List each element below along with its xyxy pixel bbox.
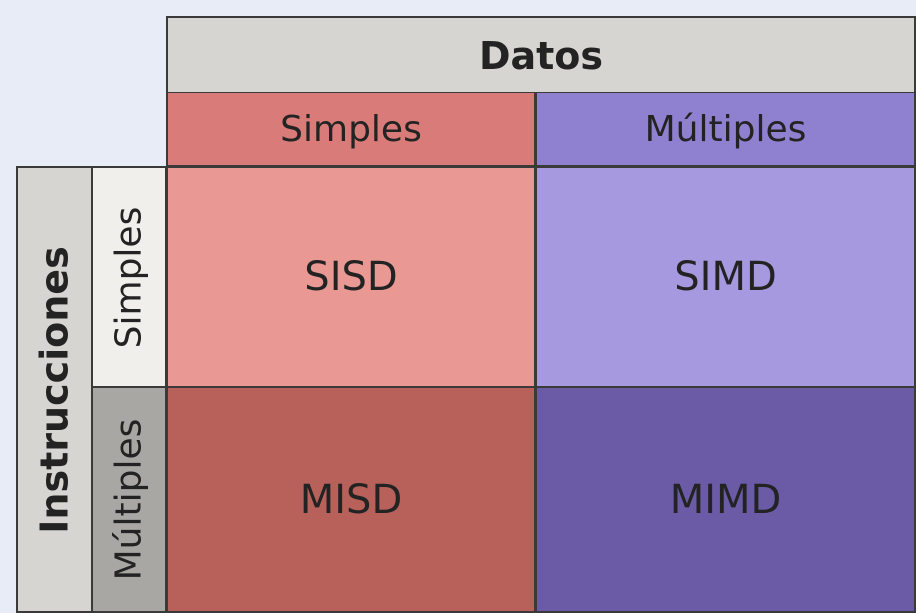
row-header-simples: Simples — [91, 166, 167, 388]
cell-misd: MISD — [166, 386, 536, 613]
column-header-simples-label: Simples — [280, 108, 422, 150]
cell-misd-label: MISD — [299, 476, 403, 523]
cell-mimd-label: MIMD — [669, 476, 782, 523]
column-header-simples: Simples — [166, 92, 536, 167]
column-header-multiples-label: Múltiples — [644, 108, 807, 150]
cell-simd: SIMD — [535, 166, 916, 388]
cell-simd-label: SIMD — [674, 254, 777, 300]
column-header-multiples: Múltiples — [535, 92, 916, 167]
row-header-multiples: Múltiples — [91, 386, 167, 613]
instrucciones-header: Instrucciones — [16, 166, 93, 613]
cell-sisd: SISD — [166, 166, 536, 388]
cell-mimd: MIMD — [535, 386, 916, 613]
cell-sisd-label: SISD — [304, 254, 398, 300]
instrucciones-header-label: Instrucciones — [32, 245, 77, 534]
row-header-multiples-label: Múltiples — [108, 418, 150, 581]
datos-header-label: Datos — [478, 33, 604, 78]
row-header-simples-label: Simples — [108, 206, 150, 348]
datos-header: Datos — [166, 16, 916, 94]
